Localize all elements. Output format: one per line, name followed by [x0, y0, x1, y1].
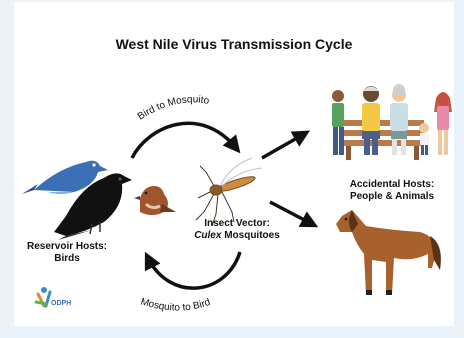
- arrow-label-bottom: Mosquito to Bird: [139, 296, 212, 313]
- diagram-title: West Nile Virus Transmission Cycle: [115, 36, 353, 52]
- arrow-to-horse: [269, 200, 319, 228]
- crow-icon: [54, 173, 132, 240]
- arrow-mosquito-to-bird: [144, 251, 242, 290]
- sparrow-icon: [134, 186, 176, 215]
- accidental-hosts-title: Accidental Hosts:: [349, 179, 435, 190]
- blue-bird-icon: [22, 160, 108, 194]
- accidental-hosts-subtitle: People & Animals: [349, 191, 435, 202]
- insect-vector-genus: Culex: [194, 230, 222, 241]
- arrow-label-top: Bird to Mosquito: [136, 94, 211, 122]
- arrow-to-people: [261, 130, 311, 160]
- odph-logo: ODPH: [34, 287, 71, 308]
- reservoir-hosts-subtitle: Birds: [54, 253, 80, 264]
- reservoir-hosts-title: Reservoir Hosts:: [26, 241, 108, 252]
- insect-vector-subtitle: Culex Mosquitoes: [176, 230, 298, 242]
- arrow-bird-to-mosquito: [130, 121, 241, 159]
- people-on-bench-icon: [332, 84, 452, 160]
- odph-logo-text: ODPH: [51, 300, 71, 307]
- mosquito-icon: [195, 157, 263, 227]
- insect-vector-title: Insect Vector:: [204, 218, 270, 229]
- insect-vector-rest: Mosquitoes: [221, 230, 280, 241]
- horse-icon: [336, 210, 441, 295]
